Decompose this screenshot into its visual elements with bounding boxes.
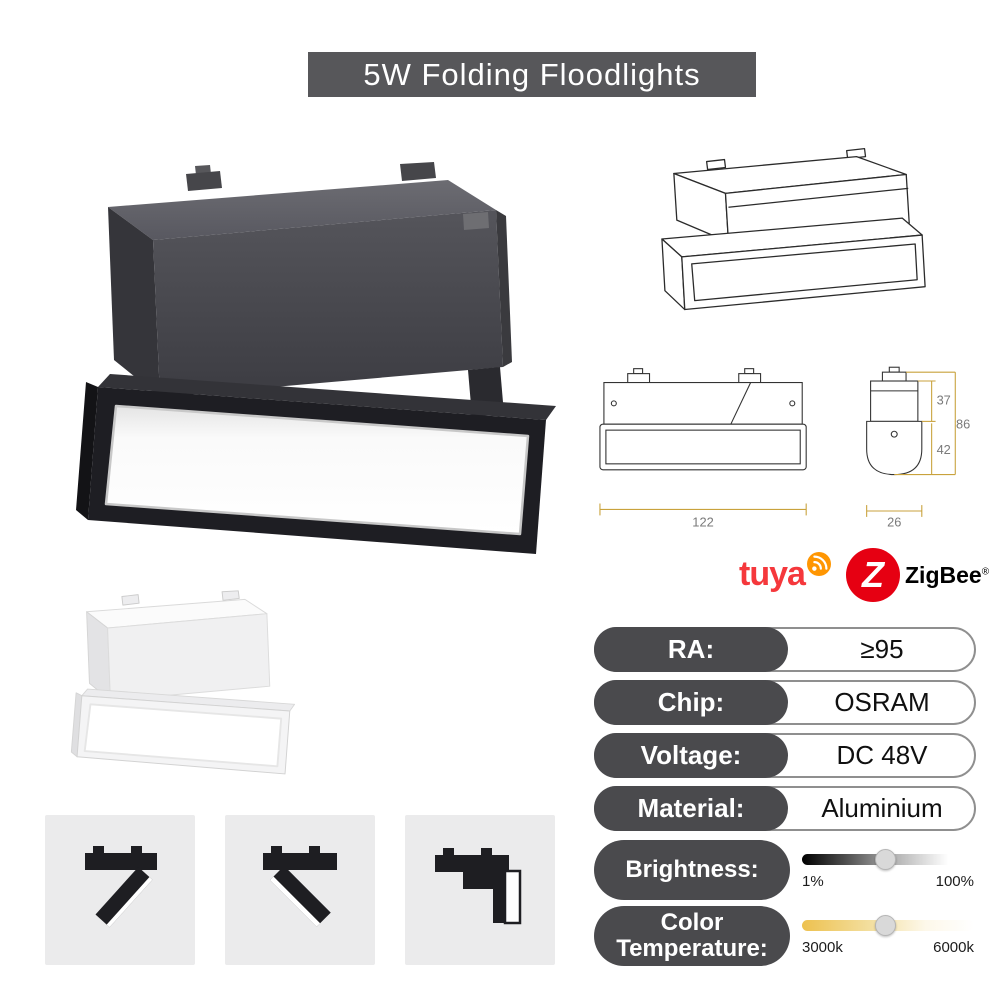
dimension-front-view: 122 [594, 362, 827, 530]
tuya-wifi-icon [806, 552, 831, 576]
zigbee-z: Z [862, 554, 884, 595]
thumbnail-1-image [85, 846, 157, 928]
spec-value-ra: ≥95 [860, 634, 904, 664]
thumbnail-2-image [263, 846, 337, 927]
color-temperature-slider: 3000k 6000k [802, 906, 974, 966]
outline-drawing-image [661, 148, 926, 311]
color-temperature-max-label: 6000k [933, 939, 974, 956]
dim-side-height-top: 37 [937, 393, 951, 408]
spec-label-brightness: Brightness: [594, 840, 790, 900]
spec-value-chip: OSRAM [834, 687, 930, 717]
spec-label-color-temperature: Color Temperature: [594, 906, 790, 966]
white-product-render [58, 586, 306, 794]
black-floodlight-image [76, 162, 556, 554]
dim-side-height-total: 86 [956, 416, 970, 431]
angle-thumbnail-3 [405, 815, 555, 965]
angle-thumbnail-1 [45, 815, 195, 965]
outline-drawing [652, 146, 940, 338]
brightness-min-label: 1% [802, 873, 824, 890]
dim-front-width: 122 [692, 514, 713, 529]
spec-value-voltage: DC 48V [836, 740, 928, 770]
dim-side-width: 26 [887, 515, 901, 530]
zigbee-logo-icon: Z [846, 548, 900, 602]
spec-row-material: Aluminium Material: [594, 786, 976, 831]
thumbnail-3-image [435, 848, 522, 925]
tuya-logo-text: tuya [739, 554, 806, 593]
dimension-side-image: 37 42 86 26 [866, 366, 970, 530]
spec-label-ra: RA: [594, 627, 788, 672]
main-product-render [48, 162, 568, 577]
angle-thumbnail-2 [225, 815, 375, 965]
spec-row-brightness: Brightness: 1% 100% [594, 840, 976, 900]
brightness-slider: 1% 100% [802, 840, 974, 900]
brightness-max-label: 100% [935, 873, 974, 890]
spec-label-chip: Chip: [594, 680, 788, 725]
spec-label-material: Material: [594, 786, 788, 831]
spec-row-color-temperature: Color Temperature: 3000k 6000k [594, 906, 976, 966]
spec-value-material: Aluminium [821, 793, 943, 823]
color-temperature-slider-knob [874, 915, 896, 936]
spec-label-voltage: Voltage: [594, 733, 788, 778]
page-title: 5W Folding Floodlights [363, 56, 701, 92]
dimension-side-view: 37 42 86 26 [845, 362, 973, 530]
white-floodlight-image [70, 590, 296, 775]
title-banner: 5W Folding Floodlights [308, 52, 756, 97]
spec-row-ra: ≥95 RA: [594, 627, 976, 672]
zigbee-brand-text: ZigBee® [905, 561, 990, 588]
registered-mark: ® [981, 565, 990, 577]
spec-row-voltage: DC 48V Voltage: [594, 733, 976, 778]
color-temperature-min-label: 3000k [802, 939, 843, 956]
dimension-front-image: 122 [599, 368, 807, 529]
spec-row-chip: OSRAM Chip: [594, 680, 976, 725]
dim-side-height-bottom: 42 [937, 442, 951, 457]
brightness-slider-knob [874, 849, 896, 870]
zigbee-badge: Z ZigBee® [846, 546, 989, 604]
tuya-badge: tuya [733, 545, 837, 603]
